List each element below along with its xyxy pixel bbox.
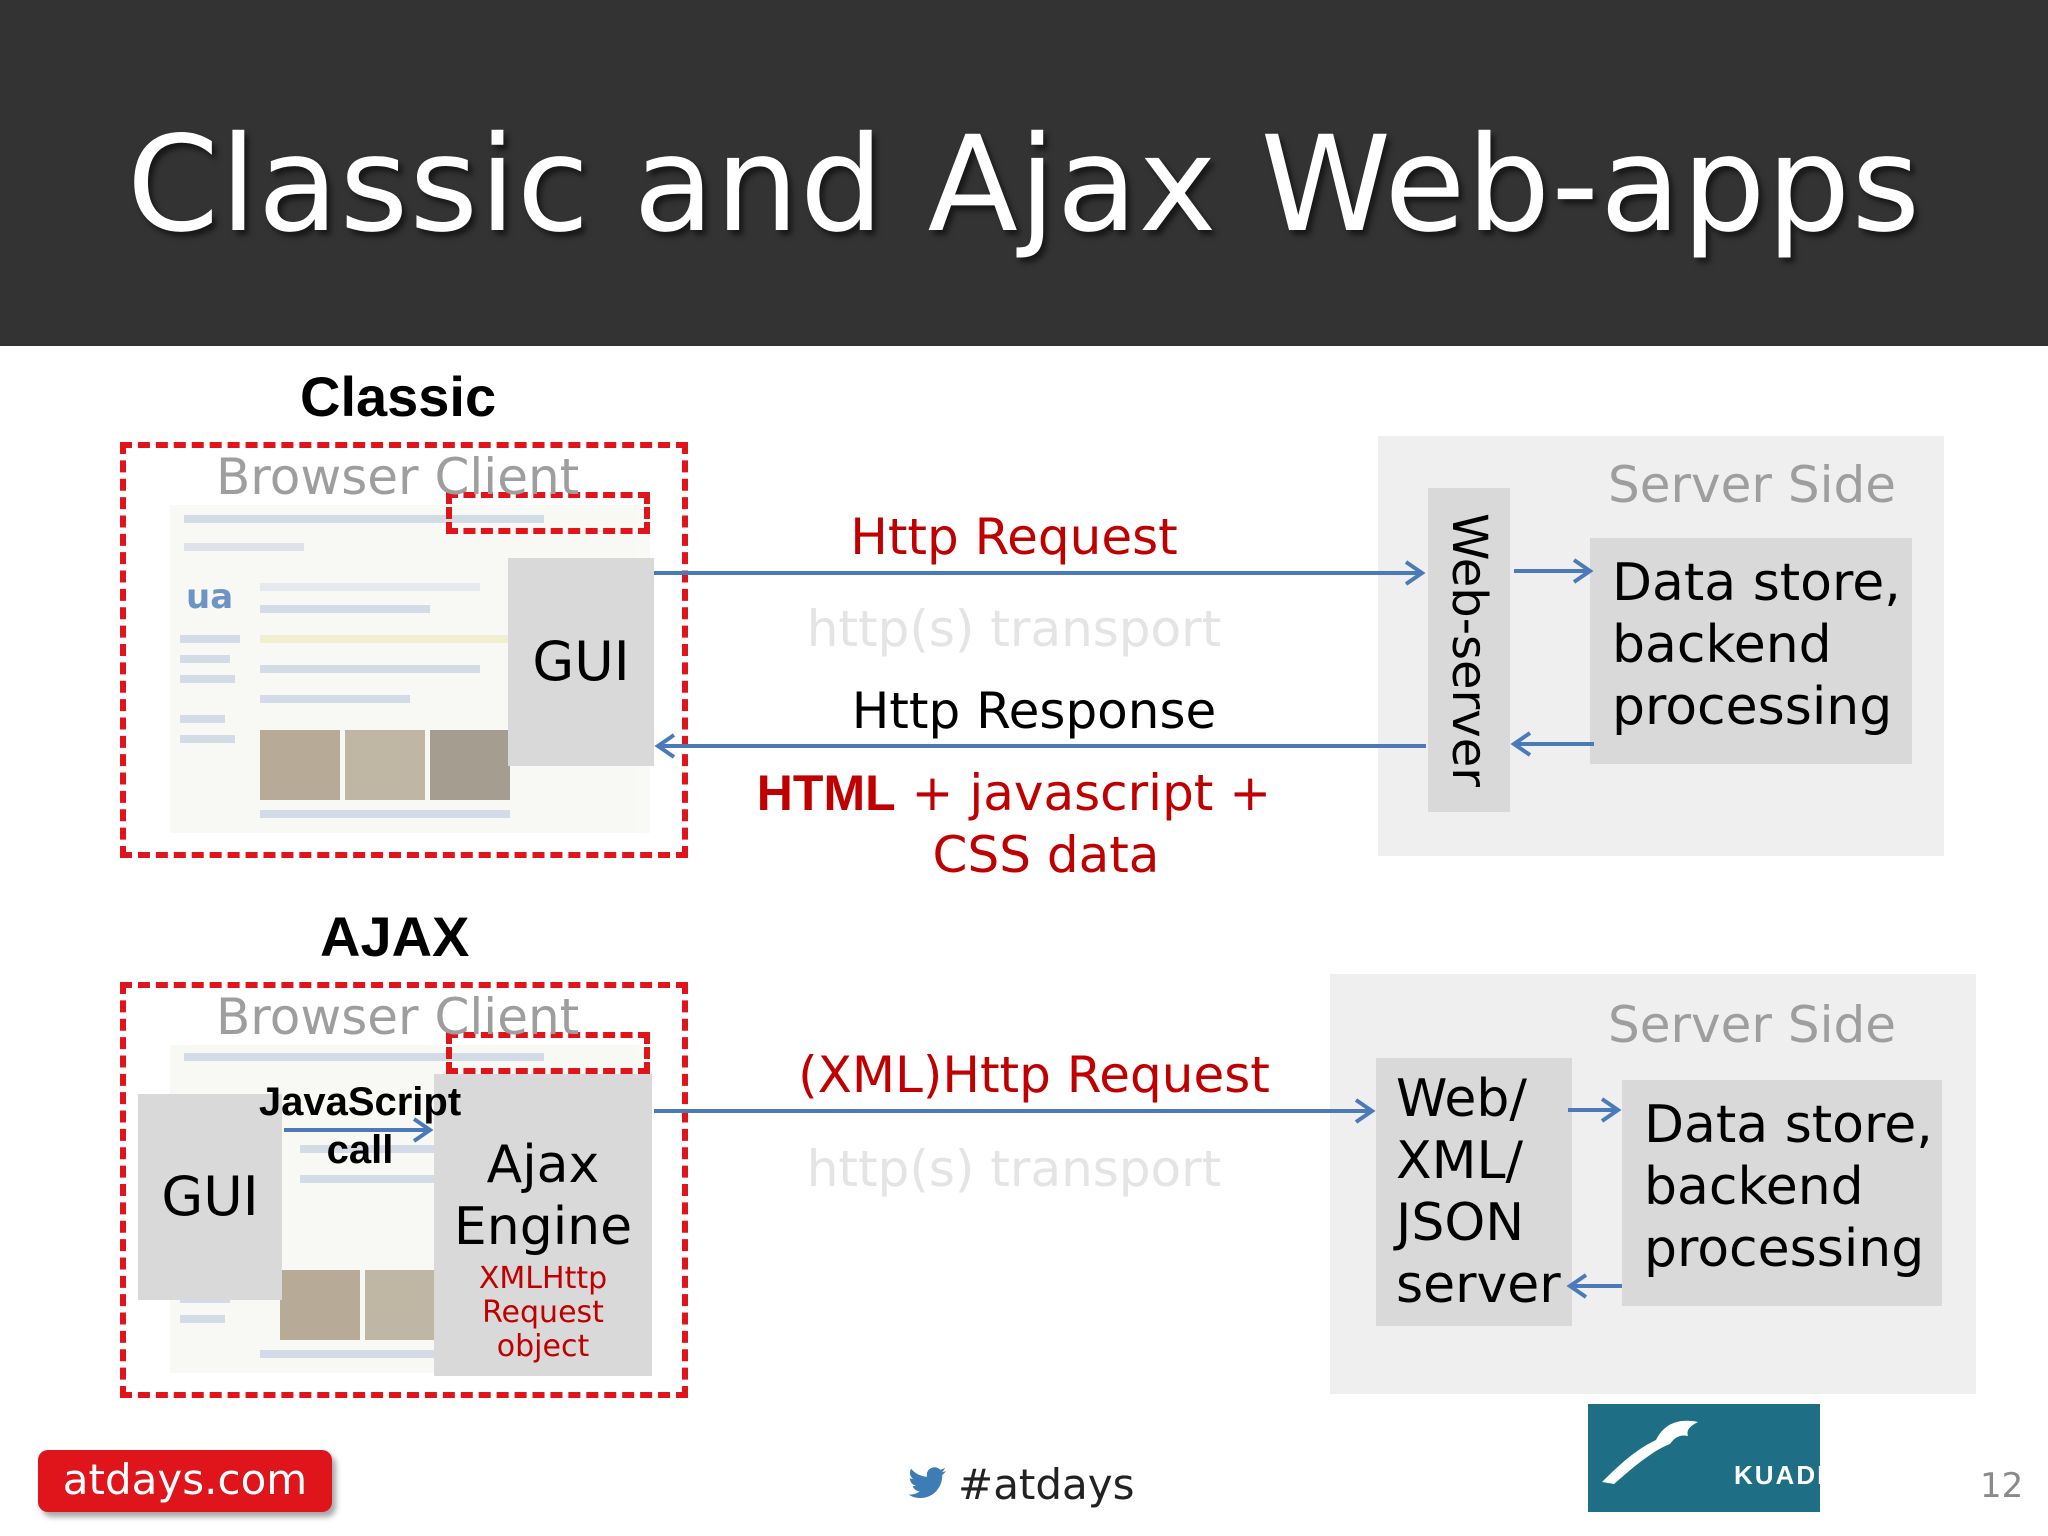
horse-icon [1602, 1420, 1698, 1484]
ajax-engine-line: Ajax [486, 1135, 600, 1195]
page-number: 12 [1980, 1466, 2024, 1506]
classic-browser-label: Browser Client [216, 448, 580, 506]
classic-datastore-line: processing [1612, 677, 1893, 737]
hashtag-label: #atdays [958, 1459, 1135, 1509]
ajax-js-call-label: JavaScript call [250, 1078, 470, 1174]
ajax-browser-client-frame [120, 982, 688, 1398]
ajax-datastore-line: backend [1644, 1157, 1864, 1217]
ajax-datastore-line: processing [1644, 1219, 1925, 1279]
classic-browser-client-frame [120, 442, 688, 858]
ajax-engine-box: Ajax Engine XMLHttp Request object [434, 1074, 652, 1376]
classic-request-label: Http Request [850, 508, 1178, 566]
classic-gui-box: GUI [508, 558, 654, 766]
slide-title: Classic and Ajax Web-apps [126, 108, 1922, 262]
ajax-server-line: Web/ [1396, 1069, 1527, 1129]
ajax-engine-line: Engine [453, 1197, 633, 1257]
classic-datastore-line: Data store, [1612, 553, 1901, 613]
ajax-engine-sub-line: Request [482, 1295, 604, 1330]
classic-gui-label: GUI [532, 630, 630, 693]
classic-payload-rest: + javascript + [895, 764, 1272, 822]
ajax-datastore-box: Data store, backend processing [1622, 1080, 1942, 1306]
title-bar [0, 0, 2048, 346]
ajax-server-line: server [1396, 1255, 1561, 1315]
twitter-bird-icon [908, 1467, 946, 1498]
ajax-datastore-line: Data store, [1644, 1095, 1933, 1155]
ajax-server-side-label: Server Side [1608, 996, 1896, 1054]
ajax-server-line: JSON [1396, 1193, 1525, 1253]
ajax-server-line: XML/ [1396, 1131, 1523, 1191]
classic-payload-html: HTML [756, 765, 896, 821]
classic-browser-highlight [446, 492, 650, 534]
ajax-js-call-line: JavaScript [258, 1080, 462, 1124]
classic-webserver-box: Web-server [1428, 488, 1510, 812]
ajax-request-label: (XML)Http Request [798, 1046, 1270, 1104]
ajax-gui-box: GUI [138, 1094, 282, 1300]
ajax-heading: AJAX [320, 905, 470, 968]
logo-text: KUADRIGA [1734, 1460, 1891, 1490]
classic-payload-line1: HTML + javascript + [734, 764, 1294, 822]
ajax-transport-label: http(s) transport [806, 1140, 1222, 1198]
ajax-browser-highlight [446, 1032, 650, 1074]
ajax-engine-sub-line: object [496, 1329, 590, 1364]
kuadriga-logo[interactable]: KUADRIGA [1588, 1404, 1888, 1512]
atdays-site-button[interactable]: atdays.com [38, 1450, 332, 1512]
classic-server-side-label: Server Side [1608, 456, 1896, 514]
classic-transport-label: http(s) transport [806, 600, 1222, 658]
ajax-engine-sub-line: XMLHttp [478, 1261, 608, 1296]
ajax-browser-label: Browser Client [216, 988, 580, 1046]
classic-response-label: Http Response [851, 682, 1217, 740]
classic-datastore-line: backend [1612, 615, 1832, 675]
classic-heading: Classic [300, 365, 497, 428]
ajax-webserver-box: Web/ XML/ JSON server [1376, 1058, 1572, 1326]
classic-payload-line2: CSS data [932, 826, 1160, 884]
ajax-gui-label: GUI [161, 1165, 259, 1228]
hashtag-group: #atdays [908, 1456, 1135, 1512]
ajax-js-call-line: call [326, 1128, 394, 1172]
classic-datastore-box: Data store, backend processing [1590, 538, 1912, 764]
